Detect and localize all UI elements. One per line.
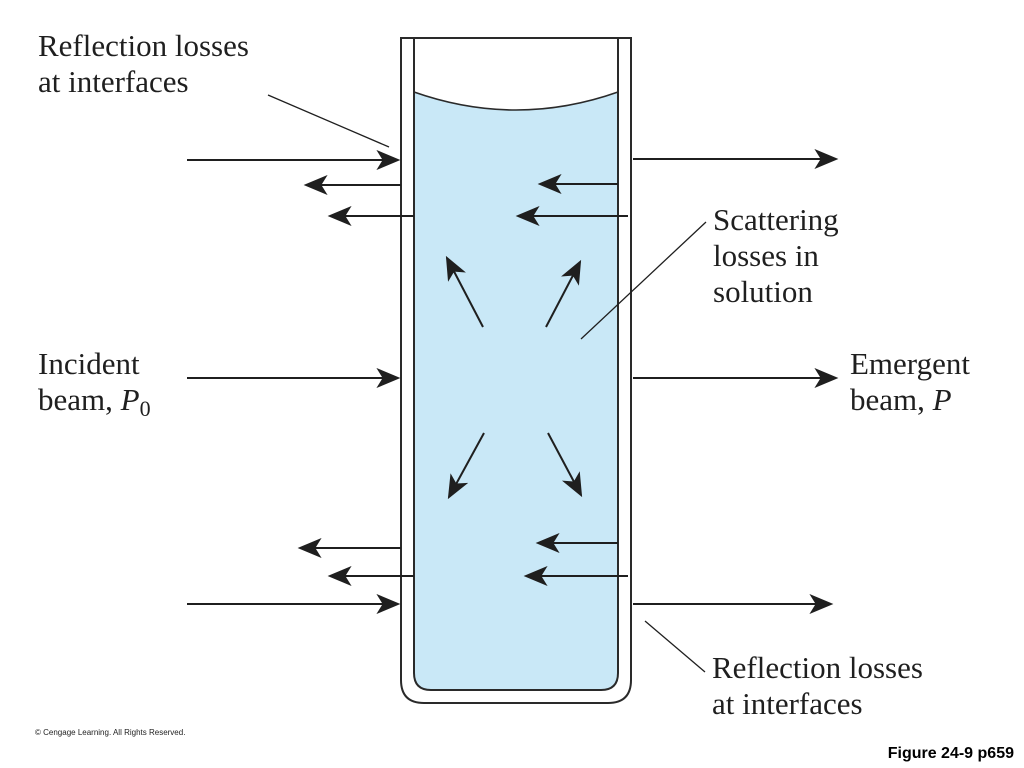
scatter-arrow-down-left: [447, 432, 485, 500]
scattering-line3: solution: [713, 274, 813, 309]
incident-power-subscript: 0: [139, 396, 151, 421]
emergent-beam-label: Emergent beam, P: [850, 346, 970, 418]
scattering-losses-label: Scattering losses in solution: [713, 202, 839, 310]
emergent-line1: Emergent: [850, 346, 970, 381]
emergent-power-symbol: P: [932, 382, 952, 417]
figure-reference: Figure 24-9 p659: [887, 745, 1014, 762]
scatter-arrow-up-left: [445, 255, 484, 328]
incident-power-symbol: P: [120, 382, 140, 417]
leader-line-scattering: [580, 221, 707, 340]
solution-meniscus: [413, 91, 619, 111]
copyright-notice: © Cengage Learning. All Rights Reserved.: [35, 728, 186, 737]
reflection-top-line1: Reflection losses: [38, 28, 249, 63]
emergent-line2: beam, P: [850, 382, 970, 418]
cell-inner-wall: [413, 38, 619, 691]
reflection-top-line2: at interfaces: [38, 64, 189, 99]
incident-line2: beam, P0: [38, 382, 151, 427]
reflection-losses-top-label: Reflection losses at interfaces: [38, 28, 249, 100]
reflection-bottom-line2: at interfaces: [712, 686, 863, 721]
scatter-arrow-down-right: [547, 432, 583, 498]
incident-line2-prefix: beam,: [38, 382, 121, 417]
emergent-line2-prefix: beam,: [850, 382, 933, 417]
leader-line-reflection-top: [267, 94, 390, 148]
reflection-bottom-line1: Reflection losses: [712, 650, 923, 685]
scattering-line1: Scattering: [713, 202, 839, 237]
sample-cell: [400, 37, 632, 704]
scattering-line2: losses in: [713, 238, 819, 273]
cell-outer-wall: [400, 37, 632, 704]
leader-line-reflection-bottom: [644, 620, 706, 673]
scatter-arrow-up-right: [545, 259, 582, 328]
incident-beam-label: Incident beam, P0: [38, 346, 151, 427]
reflection-losses-bottom-label: Reflection losses at interfaces: [712, 650, 923, 722]
incident-line1: Incident: [38, 346, 140, 381]
solution-fill: [414, 92, 618, 690]
